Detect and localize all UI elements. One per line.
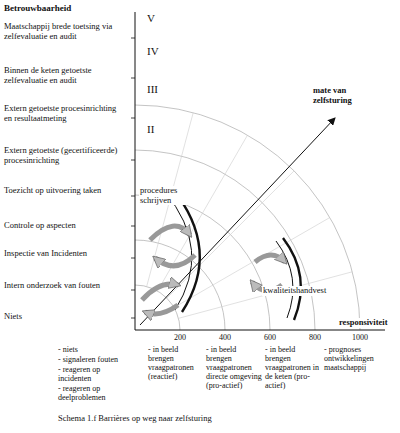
y-axis — [135, 12, 136, 330]
x-category: - reageren op deelproblemen — [58, 385, 120, 403]
radial-lines — [147, 113, 353, 319]
tick-value: 200 — [173, 334, 187, 343]
barrier-label: procedures schrijven — [139, 186, 195, 205]
x-category: - reageren op incidenten — [58, 366, 120, 384]
x-category: - niets — [58, 346, 120, 355]
x-category: - signaleren fouten — [58, 356, 120, 365]
x-category: - prognoses ontwikkelingen maatschappij — [324, 346, 394, 373]
level-label: Extern getoetste procesinrichting en res… — [4, 104, 122, 123]
quarter-arcs — [135, 105, 360, 330]
tick-value: 1000 — [351, 334, 369, 343]
level-numeral: II — [146, 123, 155, 135]
axis-title: Betrouwbaarheid — [4, 3, 124, 13]
zelfsturing-arrow — [140, 118, 335, 325]
level-label: Extern getoetste (gecertificeerde) proce… — [4, 146, 122, 165]
level-label: Intern onderzoek van fouten — [4, 281, 122, 291]
barrier-arc — [165, 192, 192, 310]
barrier-arc — [276, 241, 293, 318]
level-label: Niets — [4, 312, 122, 322]
level-numeral: III — [146, 83, 159, 95]
barrier-label: kwaliteitshandvest — [262, 286, 327, 296]
figure-caption: Schema 1.f Barrières op weg naar zelfstu… — [58, 414, 388, 424]
level-numeral: IV — [146, 45, 160, 57]
level-label: Controle op aspecten — [4, 221, 122, 231]
x-category: - in beeld brengen vraagpatronen directe… — [206, 346, 262, 391]
x-category: - in beeld brengen vraagpatronen in de k… — [265, 346, 321, 391]
tick-value: 400 — [218, 334, 232, 343]
level-label: Inspectie van Incidenten — [4, 249, 122, 259]
arrow-label: mate van zelfsturing — [312, 86, 376, 105]
x-axis — [135, 330, 385, 331]
axis-title: responsiviteit — [338, 318, 388, 328]
tick-value: 600 — [263, 334, 277, 343]
level-label: Toezicht op uitvoering taken — [4, 186, 122, 196]
level-numeral: V — [146, 12, 156, 24]
level-label: Binnen de keten getoetste zelfevaluatie … — [4, 66, 122, 85]
y-ticks — [131, 38, 135, 318]
tick-value: 800 — [308, 334, 322, 343]
cycle-arrows — [142, 226, 285, 314]
x-category: - in beeld brengen vraagpatronen (reacti… — [148, 346, 203, 382]
level-label: Maatschappij brede toetsing via zelfeval… — [4, 22, 122, 41]
